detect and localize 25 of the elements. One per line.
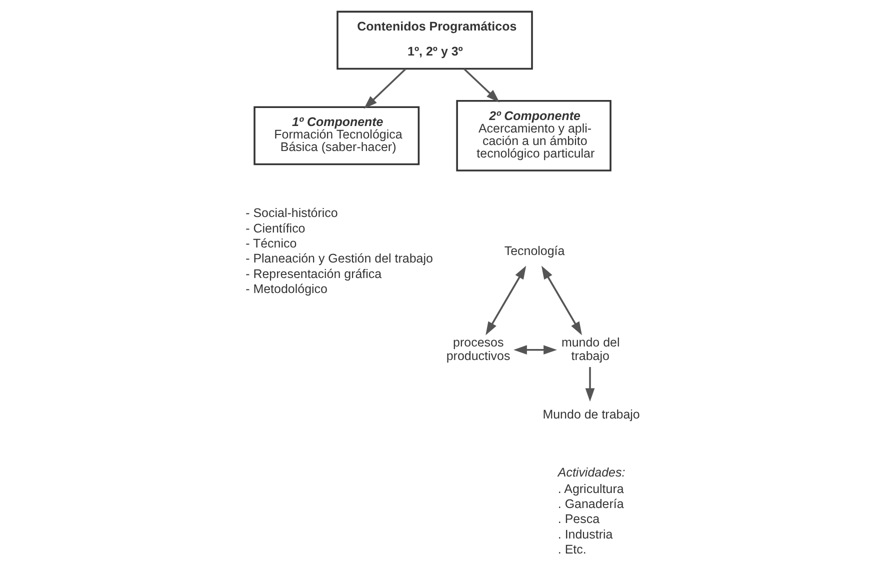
label: - Metodológico [246, 282, 328, 296]
label: - Social-histórico [246, 206, 338, 220]
label: - Técnico [246, 236, 297, 250]
arrow [541, 266, 582, 336]
node-box: Contenidos Programáticos 1º, 2º y 3º [336, 10, 533, 70]
node-box: 2º Componente Acercamiento y apli- cación a un ámbito tecnológico particular [456, 100, 612, 172]
node-box: 1º Componente Formación Tecnológica Básica (saber-hacer) [254, 106, 420, 166]
label: - Planeación y Gestión del trabajo [246, 252, 433, 266]
label: - Representación gráfica [246, 266, 382, 281]
arrow [585, 367, 595, 402]
arrow [514, 345, 557, 355]
label: . Pesca [558, 512, 600, 526]
arrow [464, 68, 500, 102]
arrow [486, 266, 526, 336]
label: . Agricultura [558, 482, 624, 496]
label: . Industria [558, 527, 613, 542]
label: . Etc. [558, 542, 586, 556]
node-text: Tecnología [504, 244, 565, 258]
arrow [364, 68, 406, 109]
label: . Ganadería [558, 496, 624, 511]
node-text: mundo del trabajo [561, 335, 620, 363]
label: Actividades: [558, 466, 626, 480]
node-text: Mundo de trabajo [542, 407, 640, 422]
node-text: procesos productivos [446, 335, 510, 363]
label: - Científico [246, 221, 306, 236]
